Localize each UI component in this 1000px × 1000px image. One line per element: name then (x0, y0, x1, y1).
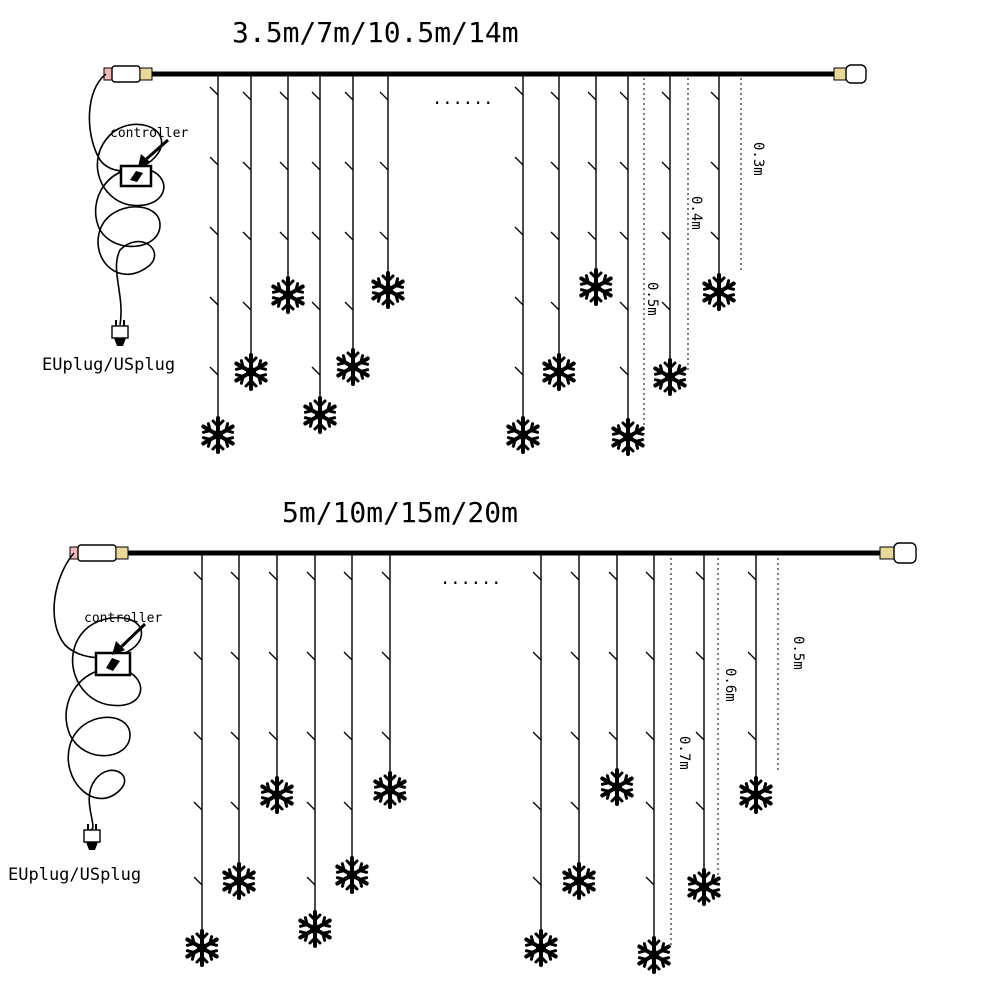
led-ticks (193, 571, 757, 886)
snowflake-icon (702, 273, 736, 311)
snowflake-icon (637, 936, 671, 974)
snowflake-icon (234, 353, 268, 391)
snowflake-icon (506, 416, 540, 454)
snowflake-icon (298, 910, 332, 948)
arrow-head-icon (138, 154, 150, 167)
controller-arrow (116, 622, 147, 652)
plug-label: EUplug/USplug (8, 865, 141, 885)
drop-length-label: 0.7m (676, 736, 692, 770)
snowflake-icon (201, 416, 235, 454)
snowflake-icon (562, 862, 596, 900)
diagram-title: 5m/10m/15m/20m (282, 496, 518, 529)
snowflake-icon (260, 776, 294, 814)
drop-length-label: 0.5m (644, 282, 660, 316)
drop-length-label: 0.4m (688, 196, 704, 230)
drops-left (201, 553, 391, 930)
snowflake-icon (524, 929, 558, 967)
snowflake-icon (579, 268, 613, 306)
drops-left (217, 74, 389, 418)
diagram-title: 3.5m/7m/10.5m/14m (232, 16, 519, 49)
snowflake-icon (653, 358, 687, 396)
ellipsis: ...... (440, 569, 501, 589)
controller-leaf-icon (130, 171, 143, 182)
drop-length-label: 0.6m (722, 668, 738, 702)
controller-label: controller (84, 611, 162, 626)
snowflake-icon (185, 929, 219, 967)
snowflake-icon (687, 868, 721, 906)
snowflake-icon (739, 776, 773, 814)
dimension-guides (670, 558, 779, 945)
drops-right (540, 553, 757, 938)
dimension-guides (643, 78, 742, 435)
plug-label: EUplug/USplug (42, 355, 175, 375)
controller-leaf-icon (106, 658, 120, 671)
power-cord (53, 552, 143, 831)
snowflake-icon (600, 768, 634, 806)
controller-arrow (142, 138, 169, 164)
snowflake-icon (271, 276, 305, 314)
snowflake-icon (303, 396, 337, 434)
diagram-top: 3.5m/7m/10.5m/14m controller EUplug/USpl… (42, 16, 867, 456)
arrow-head-icon (112, 641, 125, 655)
left-connector (69, 544, 129, 562)
snowflake-icon (335, 856, 369, 894)
snowflake-icon (542, 353, 576, 391)
right-connector (833, 64, 867, 84)
drop-length-label: 0.5m (790, 636, 806, 670)
drop-length-label: 0.3m (750, 142, 766, 176)
diagram-bottom: 5m/10m/15m/20m controller EUplug/USplug … (8, 496, 917, 974)
snowflake-icon (336, 348, 370, 386)
led-ticks (209, 86, 720, 376)
left-connector (103, 65, 153, 83)
drops-right (522, 74, 720, 420)
snowflake-icon (371, 271, 405, 309)
right-connector (879, 542, 917, 564)
controller-label: controller (110, 126, 188, 141)
snowflake-icon (611, 418, 645, 456)
snowflake-icon (373, 771, 407, 809)
ellipsis: ...... (432, 89, 493, 109)
snowflake-icon (222, 862, 256, 900)
power-cord (88, 73, 165, 326)
